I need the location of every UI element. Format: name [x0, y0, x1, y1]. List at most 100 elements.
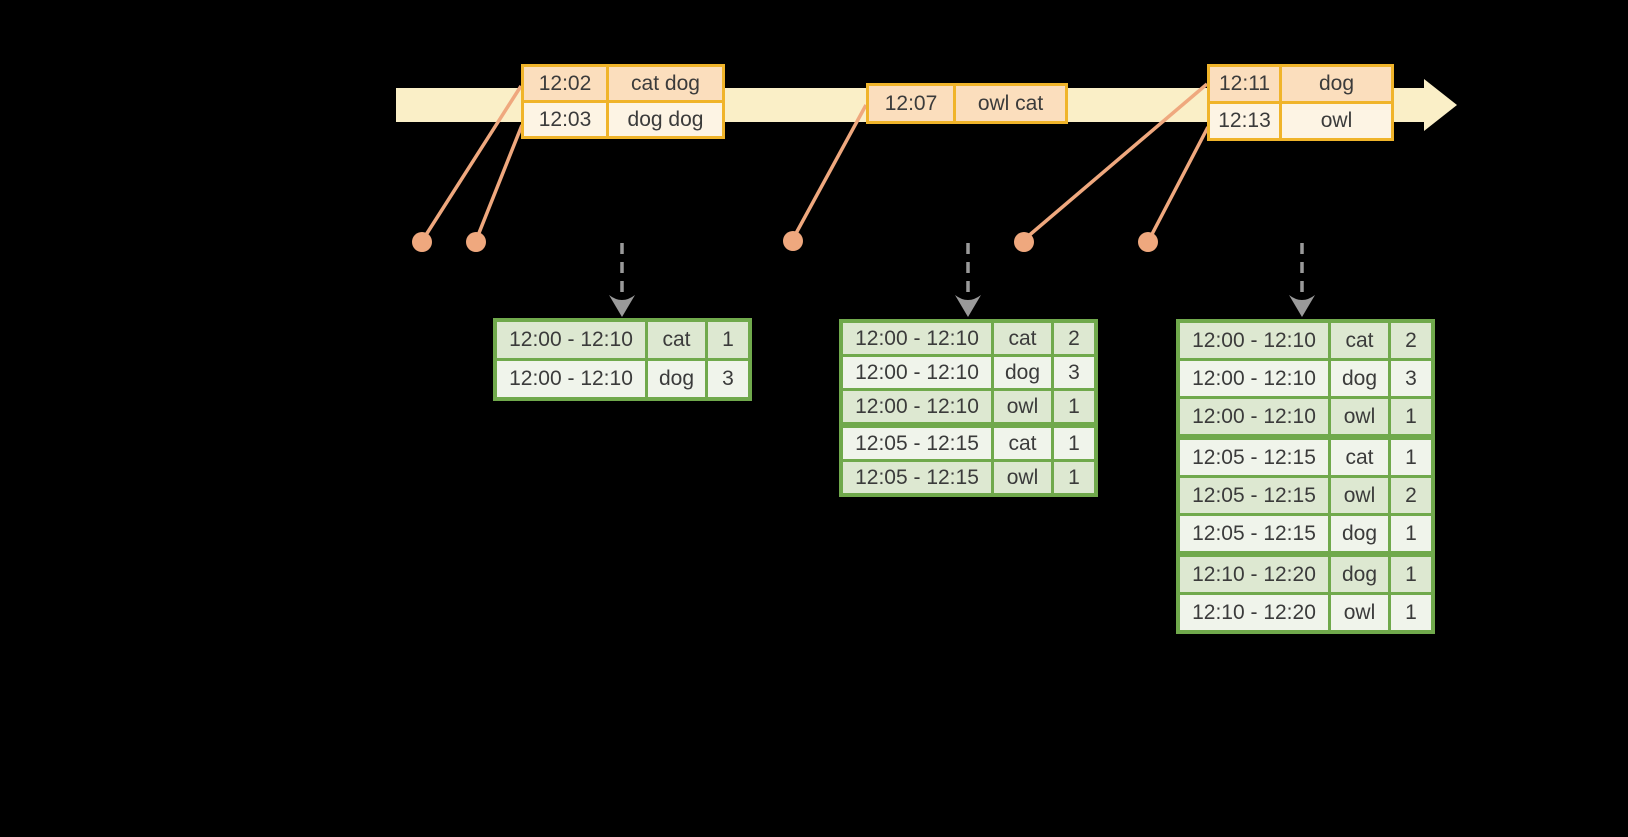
trigger-arrowheads — [609, 295, 1315, 317]
word-cell: owl — [1328, 592, 1391, 634]
table-row: 12:00 - 12:10 cat 2 — [1176, 319, 1435, 361]
event-time-cell: 12:03 — [521, 100, 609, 139]
event-words-cell: dog dog — [606, 100, 725, 139]
word-cell: cat — [645, 318, 708, 361]
table-row: 12:00 - 12:10 dog 3 — [493, 358, 752, 401]
table-row: 12:05 - 12:15 cat 1 — [839, 422, 1098, 462]
event-connector-line — [1024, 82, 1209, 240]
window-cell: 12:00 - 12:10 — [839, 319, 994, 357]
count-cell: 2 — [1051, 319, 1098, 357]
event-words-cell: owl cat — [953, 83, 1068, 124]
word-cell: owl — [991, 388, 1054, 427]
event-time-dot — [466, 232, 486, 252]
count-cell: 1 — [1051, 388, 1098, 427]
window-cell: 12:00 - 12:10 — [839, 388, 994, 427]
table-row: 12:07 owl cat — [866, 83, 1068, 124]
window-cell: 12:10 - 12:20 — [1176, 551, 1331, 595]
table-row: 12:13 owl — [1207, 101, 1394, 141]
count-cell: 1 — [1051, 459, 1098, 497]
window-cell: 12:00 - 12:10 — [1176, 319, 1331, 361]
word-cell: owl — [1328, 396, 1391, 439]
event-connector-line — [475, 124, 524, 239]
window-cell: 12:10 - 12:20 — [1176, 592, 1331, 634]
event-time-dot — [783, 231, 803, 251]
event-time-dot — [1138, 232, 1158, 252]
window-cell: 12:00 - 12:10 — [493, 358, 648, 401]
event-time-dot — [412, 232, 432, 252]
trigger-arrowhead-icon — [609, 295, 635, 317]
table-row: 12:03 dog dog — [521, 100, 725, 139]
table-row: 12:05 - 12:15 dog 1 — [1176, 513, 1435, 556]
table-row: 12:00 - 12:10 owl 1 — [839, 388, 1098, 427]
event-time-dot — [1014, 232, 1034, 252]
window-cell: 12:00 - 12:10 — [839, 354, 994, 391]
word-cell: cat — [991, 319, 1054, 357]
table-row: 12:10 - 12:20 dog 1 — [1176, 551, 1435, 595]
count-cell: 1 — [1051, 422, 1098, 462]
event-connector-line — [792, 104, 868, 238]
word-cell: dog — [1328, 513, 1391, 556]
event-time-cell: 12:11 — [1207, 64, 1282, 104]
trigger-arrowhead-icon — [955, 295, 981, 317]
event-connector-line — [422, 85, 523, 239]
window-cell: 12:05 - 12:15 — [1176, 475, 1331, 516]
table-row: 12:00 - 12:10 cat 2 — [839, 319, 1098, 357]
word-cell: dog — [991, 354, 1054, 391]
count-cell: 1 — [705, 318, 752, 361]
count-cell: 2 — [1388, 475, 1435, 516]
event-time-cell: 12:02 — [521, 64, 609, 103]
word-cell: dog — [1328, 358, 1391, 399]
count-cell: 1 — [1388, 396, 1435, 439]
window-cell: 12:00 - 12:10 — [1176, 396, 1331, 439]
window-cell: 12:05 - 12:15 — [839, 422, 994, 462]
count-cell: 1 — [1388, 434, 1435, 478]
window-cell: 12:00 - 12:10 — [1176, 358, 1331, 399]
word-cell: owl — [991, 459, 1054, 497]
trigger-arrowhead-icon — [1289, 295, 1315, 317]
window-cell: 12:05 - 12:15 — [1176, 513, 1331, 556]
word-cell: cat — [991, 422, 1054, 462]
word-cell: owl — [1328, 475, 1391, 516]
table-row: 12:00 - 12:10 owl 1 — [1176, 396, 1435, 439]
event-words-cell: owl — [1279, 101, 1394, 141]
word-cell: cat — [1328, 319, 1391, 361]
table-row: 12:00 - 12:10 dog 3 — [1176, 358, 1435, 399]
table-row: 12:00 - 12:10 cat 1 — [493, 318, 752, 361]
result-table-1: 12:00 - 12:10 cat 1 12:00 - 12:10 dog 3 — [493, 318, 752, 401]
event-table-3: 12:11 dog 12:13 owl — [1207, 64, 1394, 141]
table-row: 12:02 cat dog — [521, 64, 725, 103]
count-cell: 3 — [1051, 354, 1098, 391]
result-table-2: 12:00 - 12:10 cat 2 12:00 - 12:10 dog 3 … — [839, 319, 1098, 497]
count-cell: 1 — [1388, 592, 1435, 634]
event-connector-lines — [422, 82, 1210, 240]
event-connector-line — [1148, 126, 1210, 239]
window-cell: 12:00 - 12:10 — [493, 318, 648, 361]
word-cell: dog — [1328, 551, 1391, 595]
event-time-dots — [412, 231, 1158, 252]
count-cell: 1 — [1388, 551, 1435, 595]
event-time-cell: 12:13 — [1207, 101, 1282, 141]
table-row: 12:05 - 12:15 cat 1 — [1176, 434, 1435, 478]
table-row: 12:10 - 12:20 owl 1 — [1176, 592, 1435, 634]
word-cell: dog — [645, 358, 708, 401]
table-row: 12:11 dog — [1207, 64, 1394, 104]
event-time-cell: 12:07 — [866, 83, 956, 124]
trigger-arrow-shafts — [620, 243, 1304, 297]
window-cell: 12:05 - 12:15 — [1176, 434, 1331, 478]
count-cell: 2 — [1388, 319, 1435, 361]
count-cell: 3 — [1388, 358, 1435, 399]
event-words-cell: dog — [1279, 64, 1394, 104]
table-row: 12:05 - 12:15 owl 2 — [1176, 475, 1435, 516]
word-cell: cat — [1328, 434, 1391, 478]
window-cell: 12:05 - 12:15 — [839, 459, 994, 497]
result-table-3: 12:00 - 12:10 cat 2 12:00 - 12:10 dog 3 … — [1176, 319, 1435, 634]
table-row: 12:00 - 12:10 dog 3 — [839, 354, 1098, 391]
table-row: 12:05 - 12:15 owl 1 — [839, 459, 1098, 497]
event-table-1: 12:02 cat dog 12:03 dog dog — [521, 64, 725, 139]
timeline-arrowhead-icon — [1424, 79, 1457, 131]
count-cell: 3 — [705, 358, 752, 401]
event-words-cell: cat dog — [606, 64, 725, 103]
count-cell: 1 — [1388, 513, 1435, 556]
